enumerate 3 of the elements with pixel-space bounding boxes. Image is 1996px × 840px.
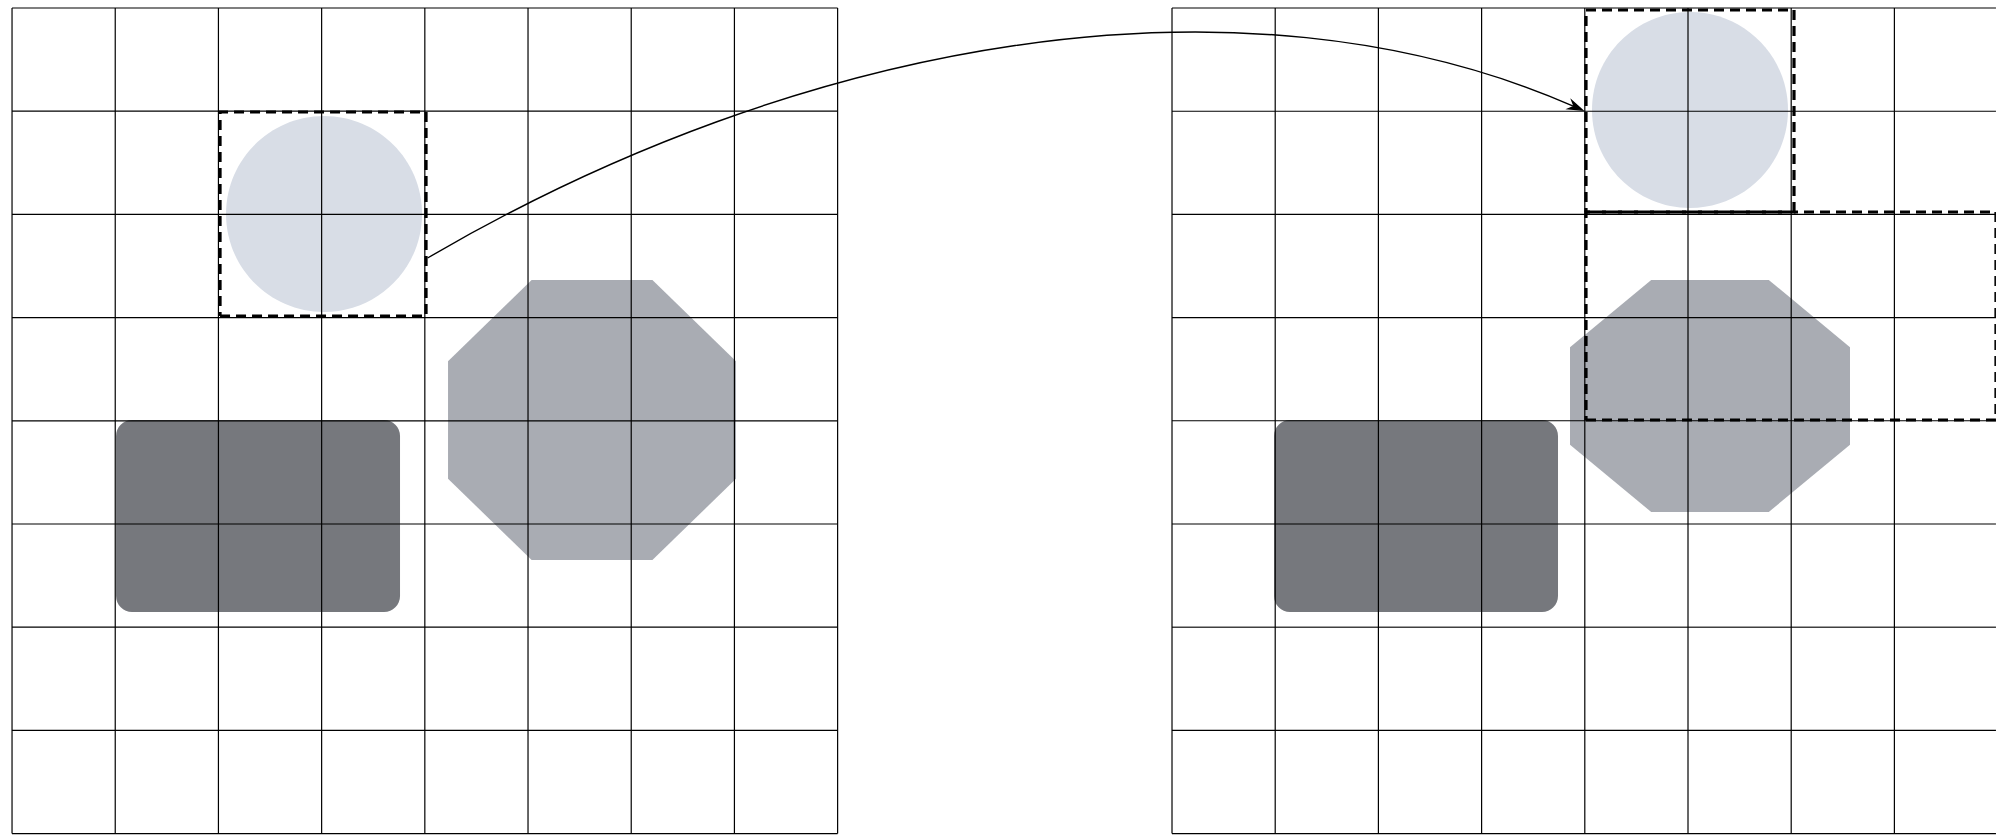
selection-box [218,110,428,318]
selection-box [1584,210,1996,422]
selection-box [1584,8,1796,214]
